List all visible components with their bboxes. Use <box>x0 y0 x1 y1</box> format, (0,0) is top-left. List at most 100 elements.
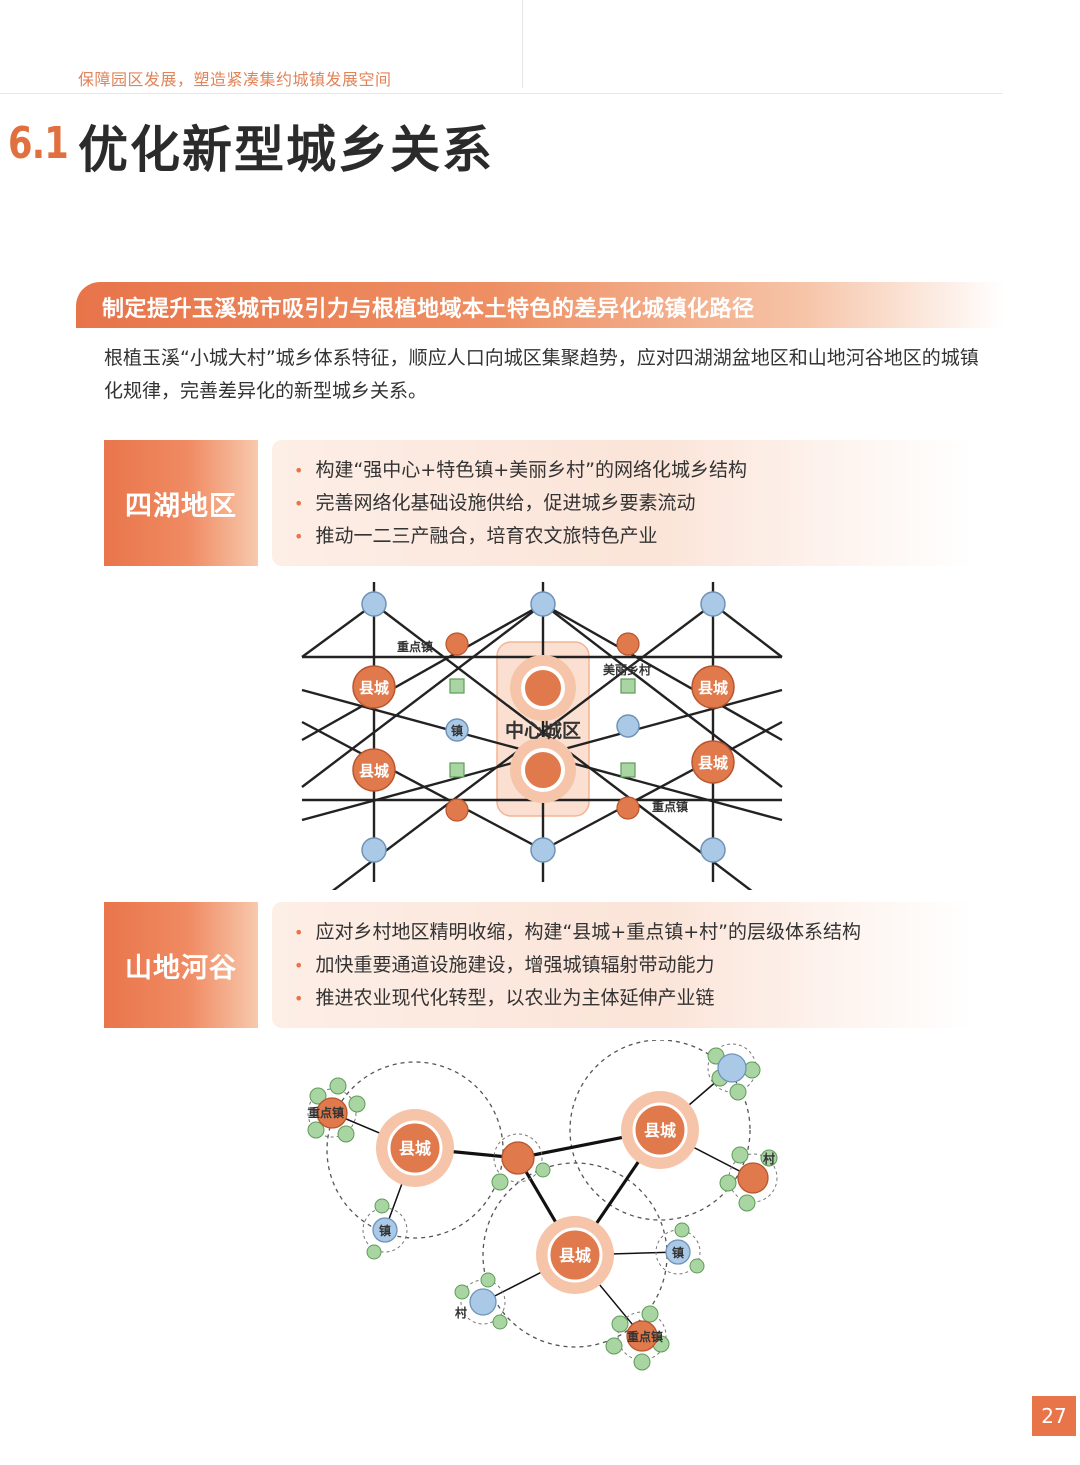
town-node <box>361 591 387 617</box>
village-node <box>535 1162 551 1178</box>
village-node <box>641 1305 659 1323</box>
network-lines <box>301 582 783 890</box>
town-node <box>530 591 556 617</box>
village-node <box>329 1077 347 1095</box>
town-node <box>469 1288 497 1316</box>
key-town-nodes <box>316 1097 769 1352</box>
key-town-node <box>737 1162 769 1194</box>
key-town-node <box>501 1141 535 1175</box>
village-node <box>374 1198 390 1214</box>
village-node <box>620 678 636 694</box>
county-label: 县城 <box>559 1246 591 1265</box>
village-node <box>309 1087 327 1105</box>
village-node <box>449 678 465 694</box>
county-node <box>352 665 396 709</box>
village-node <box>492 1314 508 1330</box>
town-node <box>361 837 387 863</box>
county-label: 县城 <box>399 1139 431 1158</box>
village-nodes <box>307 1047 778 1371</box>
town-node <box>717 1053 747 1083</box>
village-node <box>760 1149 778 1167</box>
bullet-item: •推动一二三产融合，培育农文旅特色产业 <box>294 525 658 547</box>
center-node <box>521 748 565 792</box>
key-town-node <box>616 632 640 656</box>
bullet-dot-icon: • <box>294 989 304 1008</box>
bullet-item: •构建“强中心+特色镇+美丽乡村”的网络化城乡结构 <box>294 459 747 481</box>
village-label: 村 <box>763 1151 775 1166</box>
county-label: 县城 <box>698 754 728 772</box>
town-node <box>700 591 726 617</box>
region-name: 四湖地区 <box>125 490 237 522</box>
town-node <box>372 1217 398 1243</box>
village-node <box>633 1353 651 1371</box>
header-subtitle: 保障园区发展，塑造紧凑集约城镇发展空间 <box>78 70 392 89</box>
bullet-item: •加快重要通道设施建设，增强城镇辐射带动能力 <box>294 954 715 976</box>
bullet-item: •推进农业现代化转型，以农业为主体延伸产业链 <box>294 987 715 1009</box>
key-town-node <box>616 796 640 820</box>
center-city-label: 中心城区 <box>505 719 581 742</box>
bullet-dot-icon: • <box>294 527 304 546</box>
hierarchy-structure-diagram: 县城 县城 县城 重点镇 重点镇 镇 镇 村 村 <box>307 1040 778 1371</box>
section-title: 优化新型城乡关系 <box>78 121 494 179</box>
key-town-nodes <box>445 632 640 822</box>
bullet-dot-icon: • <box>294 461 304 480</box>
county-label: 县城 <box>644 1121 676 1140</box>
town-node <box>445 718 469 742</box>
town-node <box>665 1239 691 1265</box>
village-node <box>307 1121 325 1139</box>
village-node <box>611 1315 629 1333</box>
village-node <box>719 1174 737 1192</box>
county-label: 县城 <box>359 679 389 697</box>
network-structure-diagram: 县城 县城 县城 县城 中心城区 重点镇 重点镇 镇 美丽乡村 <box>301 582 783 890</box>
region-panel-sihu: •构建“强中心+特色镇+美丽乡村”的网络化城乡结构 •完善网络化基础设施供给，促… <box>272 440 972 566</box>
county-node <box>547 1227 603 1283</box>
county-node <box>352 748 396 792</box>
village-node <box>337 1125 355 1143</box>
header-divider-vertical <box>522 0 523 88</box>
bullet-list: •构建“强中心+特色镇+美丽乡村”的网络化城乡结构 •完善网络化基础设施供给，促… <box>294 454 747 553</box>
town-label: 镇 <box>672 1245 684 1260</box>
key-town-label: 重点镇 <box>627 1329 663 1344</box>
village-node <box>731 1146 749 1164</box>
key-town-label: 重点镇 <box>652 799 688 814</box>
town-node <box>616 714 640 738</box>
bullet-list: •应对乡村地区精明收缩，构建“县城+重点镇+村”的层级体系结构 •加快重要通道设… <box>294 916 861 1015</box>
village-label: 村 <box>455 1305 467 1320</box>
bullet-dot-icon: • <box>294 923 304 942</box>
region-label-sihu: 四湖地区 <box>104 440 258 566</box>
region-panel-shandi: •应对乡村地区精明收缩，构建“县城+重点镇+村”的层级体系结构 •加快重要通道设… <box>272 902 972 1028</box>
county-label: 县城 <box>698 679 728 697</box>
village-node <box>605 1337 623 1355</box>
village-node <box>689 1258 705 1274</box>
village-node <box>491 1173 509 1191</box>
county-nodes <box>376 1091 699 1294</box>
town-node <box>530 837 556 863</box>
key-town-label: 重点镇 <box>308 1105 344 1120</box>
village-node <box>366 1244 382 1260</box>
village-node <box>729 1083 747 1101</box>
section-number: 6.1 <box>8 118 69 169</box>
key-town-node <box>445 632 469 656</box>
village-node <box>480 1272 496 1288</box>
center-city-nodes <box>510 655 576 803</box>
key-town-label: 重点镇 <box>397 639 433 654</box>
village-nodes <box>449 678 636 778</box>
town-label: 镇 <box>451 723 463 738</box>
county-node <box>691 740 735 784</box>
region-name: 山地河谷 <box>125 952 237 984</box>
key-town-node <box>316 1097 348 1129</box>
village-node <box>674 1222 690 1238</box>
county-label: 县城 <box>359 762 389 780</box>
bullet-item: •完善网络化基础设施供给，促进城乡要素流动 <box>294 492 696 514</box>
village-node <box>620 762 636 778</box>
bullet-item: •应对乡村地区精明收缩，构建“县城+重点镇+村”的层级体系结构 <box>294 921 861 943</box>
banner-text: 制定提升玉溪城市吸引力与根植地域本土特色的差异化城镇化路径 <box>102 297 755 322</box>
bullet-dot-icon: • <box>294 494 304 513</box>
village-node <box>449 762 465 778</box>
town-label: 镇 <box>379 1223 391 1238</box>
town-node <box>700 837 726 863</box>
section-banner: 制定提升玉溪城市吸引力与根植地域本土特色的差异化城镇化路径 <box>76 282 1004 328</box>
key-town-node <box>445 798 469 822</box>
header-divider-horizontal <box>0 93 1003 94</box>
bullet-dot-icon: • <box>294 956 304 975</box>
